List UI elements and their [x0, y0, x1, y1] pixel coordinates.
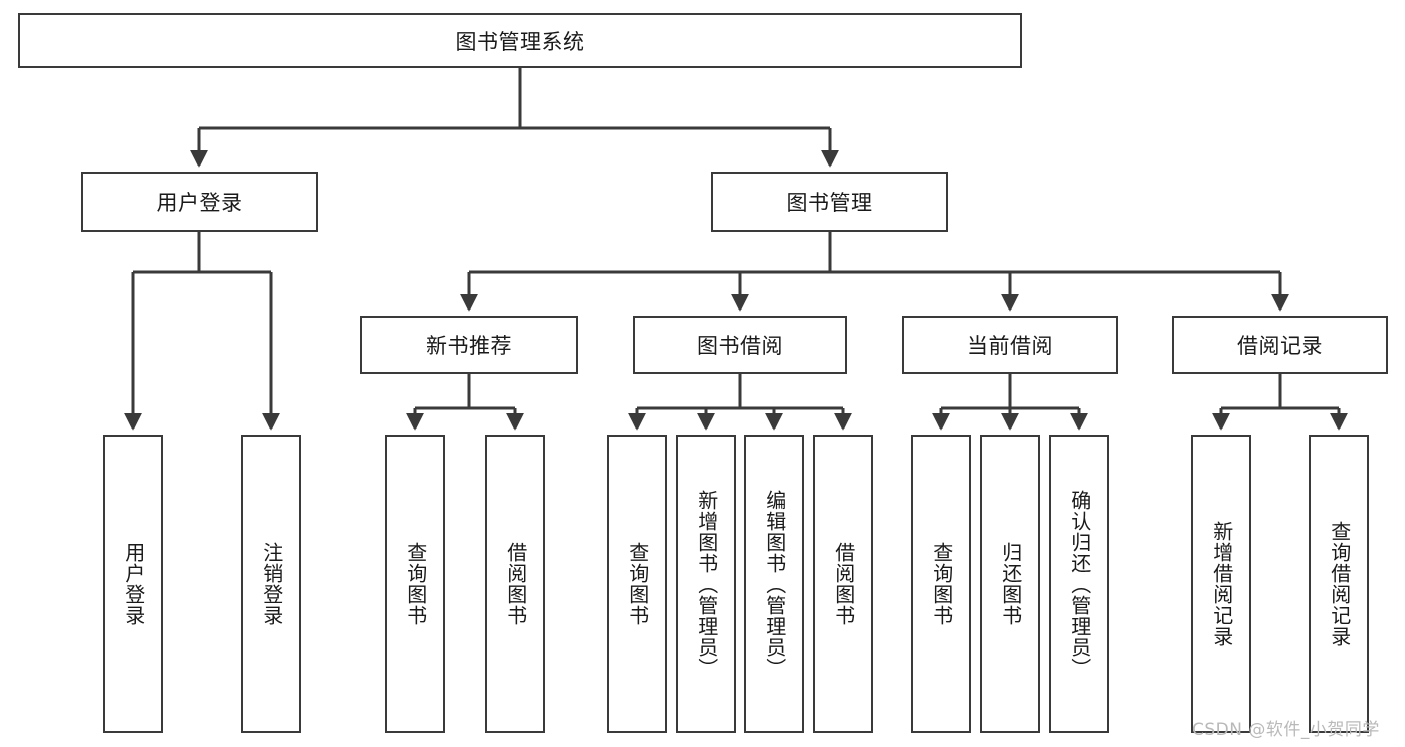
node-book-borrow[interactable]: 图书借阅 [633, 316, 847, 374]
node-leaf-logout[interactable]: 注销登录 [241, 435, 301, 733]
node-root[interactable]: 图书管理系统 [18, 13, 1022, 68]
node-new-book-rec[interactable]: 新书推荐 [360, 316, 578, 374]
node-leaf-user-login[interactable]: 用户登录 [103, 435, 163, 733]
node-leaf-edit-book[interactable]: 编辑图书（管理员） [744, 435, 804, 733]
node-book-manage[interactable]: 图书管理 [711, 172, 948, 232]
node-current-borrow-label: 当前借阅 [967, 334, 1053, 358]
node-new-book-rec-label: 新书推荐 [426, 334, 512, 358]
node-leaf-query-book-1[interactable]: 查询图书 [385, 435, 445, 733]
node-leaf-query-book-3-label: 查询图书 [929, 542, 954, 626]
node-leaf-add-book[interactable]: 新增图书（管理员） [676, 435, 736, 733]
node-leaf-add-record[interactable]: 新增借阅记录 [1191, 435, 1251, 733]
node-leaf-query-book-2[interactable]: 查询图书 [607, 435, 667, 733]
node-leaf-borrow-book-1[interactable]: 借阅图书 [485, 435, 545, 733]
node-leaf-borrow-book-2-label: 借阅图书 [831, 542, 856, 626]
node-leaf-confirm-return[interactable]: 确认归还（管理员） [1049, 435, 1109, 733]
node-leaf-query-book-1-label: 查询图书 [403, 542, 428, 626]
node-borrow-record-label: 借阅记录 [1237, 334, 1323, 358]
watermark: CSDN @软件_小贺同学 [1192, 720, 1380, 740]
node-leaf-borrow-book-2[interactable]: 借阅图书 [813, 435, 873, 733]
node-leaf-add-record-label: 新增借阅记录 [1209, 521, 1234, 647]
node-book-manage-label: 图书管理 [786, 191, 873, 215]
node-leaf-logout-label: 注销登录 [259, 542, 284, 626]
node-book-borrow-label: 图书借阅 [697, 334, 783, 358]
node-leaf-query-book-3[interactable]: 查询图书 [911, 435, 971, 733]
node-leaf-return-book-label: 归还图书 [998, 542, 1023, 626]
node-leaf-query-record-label: 查询借阅记录 [1327, 521, 1352, 647]
node-current-borrow[interactable]: 当前借阅 [902, 316, 1118, 374]
node-leaf-confirm-return-label: 确认归还（管理员） [1067, 489, 1092, 679]
node-leaf-query-book-2-label: 查询图书 [625, 542, 650, 626]
node-leaf-query-record[interactable]: 查询借阅记录 [1309, 435, 1369, 733]
node-leaf-borrow-book-1-label: 借阅图书 [503, 542, 528, 626]
node-user-login[interactable]: 用户登录 [81, 172, 318, 232]
node-leaf-add-book-label: 新增图书（管理员） [694, 489, 719, 679]
node-root-label: 图书管理系统 [455, 29, 585, 54]
node-user-login-label: 用户登录 [156, 191, 243, 215]
node-leaf-edit-book-label: 编辑图书（管理员） [762, 489, 787, 679]
node-borrow-record[interactable]: 借阅记录 [1172, 316, 1388, 374]
node-leaf-return-book[interactable]: 归还图书 [980, 435, 1040, 733]
node-leaf-user-login-label: 用户登录 [121, 542, 146, 626]
